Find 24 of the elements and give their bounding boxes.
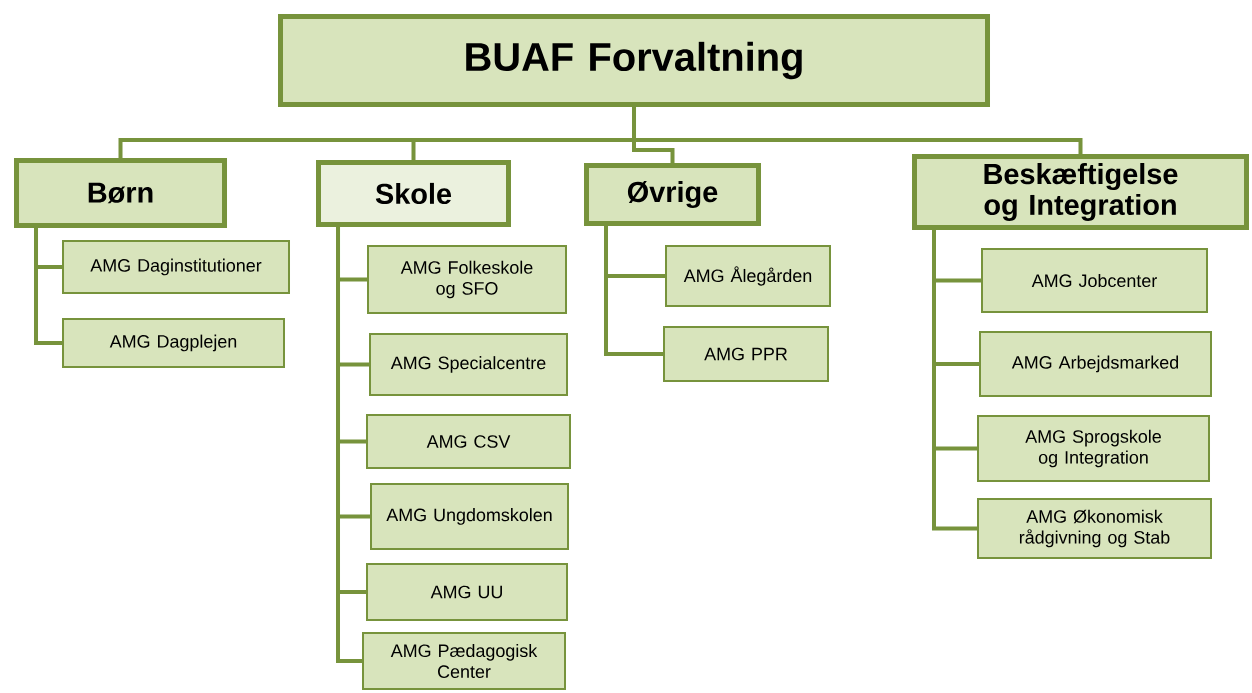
unit-box: AMG PPR bbox=[663, 326, 829, 382]
unit-box: AMG UU bbox=[366, 563, 568, 621]
connector-line bbox=[632, 107, 1083, 154]
department-box: Børn bbox=[14, 158, 227, 228]
connector-line bbox=[604, 226, 663, 356]
title-box: BUAF Forvaltning bbox=[278, 14, 990, 107]
unit-box: AMG Specialcentre bbox=[369, 333, 568, 396]
unit-box: AMG Ålegården bbox=[665, 245, 831, 307]
connector-line bbox=[336, 227, 362, 663]
unit-box: AMG Jobcenter bbox=[981, 248, 1208, 313]
department-box: Øvrige bbox=[584, 163, 761, 226]
unit-box: AMG Pædagogisk Center bbox=[362, 632, 566, 690]
unit-box: AMG Økonomisk rådgivning og Stab bbox=[977, 498, 1212, 559]
unit-box: AMG Arbejdsmarked bbox=[979, 331, 1212, 397]
unit-box: AMG CSV bbox=[366, 414, 571, 469]
connector-line bbox=[932, 230, 977, 531]
unit-box: AMG Sprogskole og Integration bbox=[977, 415, 1210, 482]
department-box: Skole bbox=[316, 160, 511, 227]
unit-box: AMG Folkeskole og SFO bbox=[367, 245, 567, 314]
connector-line bbox=[34, 228, 62, 345]
unit-box: AMG Ungdomskolen bbox=[370, 483, 569, 550]
department-box: Beskæftigelse og Integration bbox=[912, 154, 1249, 230]
unit-box: AMG Dagplejen bbox=[62, 318, 285, 368]
unit-box: AMG Daginstitutioner bbox=[62, 240, 290, 294]
